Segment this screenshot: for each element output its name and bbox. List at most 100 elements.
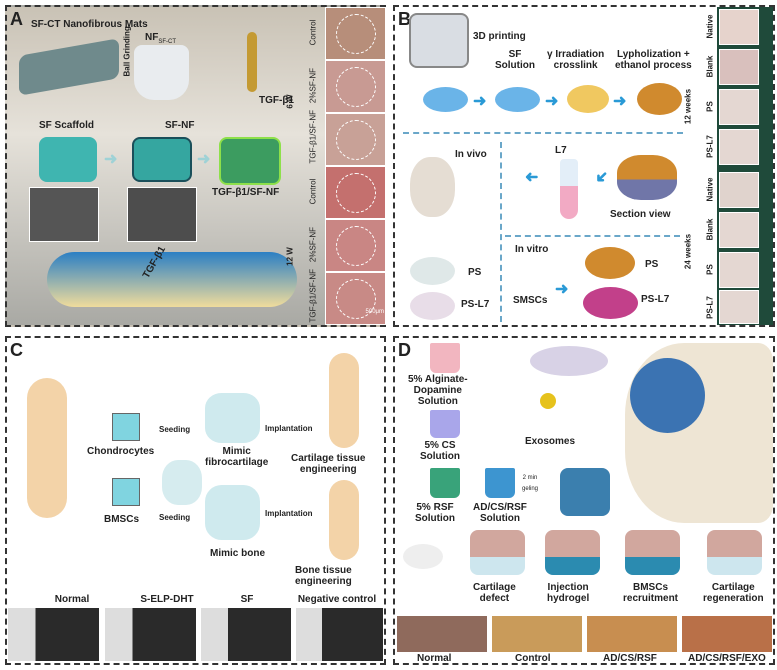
meniscus-photo	[719, 252, 759, 288]
photo-label: Normal	[417, 653, 452, 664]
bone-photo	[200, 607, 292, 662]
psl7-left-label: PS-L7	[461, 299, 490, 310]
alginate-beaker	[430, 343, 460, 373]
6w-label: 6 W	[285, 94, 295, 109]
mouse-image	[403, 544, 443, 569]
in-vivo-label: In vivo	[455, 149, 487, 160]
bone-photo	[295, 607, 384, 662]
12w-label: 12 W	[285, 247, 295, 266]
hydrogel-cube	[560, 468, 610, 516]
step-label: Cartilage defect	[473, 582, 516, 604]
arrow-icon: ➜	[525, 169, 539, 186]
in-vitro-label: In vitro	[515, 244, 549, 255]
photo-grid	[717, 7, 773, 325]
bmscs-label: BMSCs	[104, 514, 140, 525]
nf-label: NFSF-CT	[145, 32, 177, 45]
arrow-icon: ➜	[545, 93, 559, 110]
ps-left-label: PS	[468, 267, 482, 278]
knee-photo	[492, 616, 582, 652]
photo-label: AD/CS/RSF	[603, 653, 657, 664]
cartilage-zoom-circle	[630, 358, 705, 433]
nf-container-image	[134, 45, 189, 100]
psl7-right-label: PS-L7	[641, 294, 670, 305]
psl7-scaffold	[583, 287, 638, 319]
smscs-label: SMSCs	[513, 295, 548, 306]
histology-photo: 2%SF-NF	[309, 219, 386, 272]
arrow-icon: ➜	[590, 165, 613, 188]
panel-d-label: D	[398, 340, 411, 360]
native-label: Native	[705, 14, 715, 39]
meniscus-photo	[719, 172, 759, 208]
histology-photo: TGF-β1/SF-NF	[309, 269, 386, 325]
meniscus-photo	[719, 9, 759, 45]
cartilage-step-image	[707, 530, 762, 575]
step-label: BMSCs recruitment	[623, 582, 679, 604]
sf-nf-label: SF-NF	[165, 120, 195, 131]
sf-solution-label: SF Solution	[495, 49, 535, 71]
psl7-implant	[410, 292, 455, 320]
mimic-fibrocartilage-image	[205, 393, 260, 443]
panel-c-label: C	[10, 340, 23, 360]
ps-scaffold	[585, 247, 635, 279]
petri-dish	[530, 346, 608, 376]
irradiation-label: γ Irradiation crosslink	[547, 49, 605, 71]
meniscus-photo	[719, 290, 759, 324]
cartilage-step-image	[545, 530, 600, 575]
photo-label: Control	[515, 653, 551, 664]
cs-label: 5% CS Solution	[420, 440, 460, 462]
step-label: Injection hydrogel	[547, 582, 590, 604]
psl7-label: PS-L7	[705, 135, 715, 158]
photo-label: SF	[240, 594, 254, 605]
histology-photo: TGF-β1/SF-NF	[309, 110, 386, 166]
knee-photo	[682, 616, 772, 652]
sf-scaffold-label: SF Scaffold	[39, 120, 95, 131]
knee-photo	[397, 616, 487, 652]
bone-photo	[104, 607, 197, 662]
seeding-label: Seeding	[159, 425, 191, 434]
ps-label: PS	[705, 264, 715, 275]
sf-scaffold-image	[39, 137, 97, 182]
cartilage-te-label: Cartilage tissue engineering	[291, 453, 366, 475]
sem-image	[127, 187, 197, 242]
histology-photo: Control	[309, 166, 386, 219]
process-steps: Cartilage defect Injection hydrogel BMSC…	[395, 530, 775, 610]
printed-dish	[423, 87, 468, 112]
knee-photo	[587, 616, 677, 652]
12-weeks-label: 12 weeks	[683, 88, 693, 125]
panel-d: D 5% Alginate- Dopamine Solution 5% CS S…	[393, 336, 775, 665]
sem-image	[29, 187, 99, 242]
photo-row: Normal S-ELP-DHT SF Negative control	[7, 594, 384, 664]
human-body-image	[329, 353, 359, 448]
cs-beaker	[430, 410, 460, 438]
panel-b: B 3D printing SF Solution γ Irradiation …	[393, 5, 775, 327]
tgf-label: TGF-β1	[259, 95, 294, 106]
l7-tube	[560, 159, 578, 219]
cartilage-step-image	[470, 530, 525, 575]
exosomes-label: Exosomes	[525, 436, 576, 447]
adcsrsf-beaker	[485, 468, 515, 498]
arrow-icon: ➜	[473, 93, 487, 110]
photo-label: S-ELP-DHT	[140, 594, 194, 605]
bone-photo	[7, 607, 100, 662]
meniscus-photo	[719, 89, 759, 125]
sf-nf-image	[132, 137, 192, 182]
nanofibrous-mats-title: SF-CT Nanofibrous Mats	[31, 19, 148, 30]
native-label: Native	[705, 177, 715, 202]
panel-a: A SF-CT Nanofibrous Mats Ball Grinding N…	[5, 5, 386, 327]
tgf-sf-nf-label: TGF-β1/SF-NF	[212, 187, 280, 198]
histology-photo: Control	[309, 7, 386, 60]
arrow-icon: ➜	[104, 151, 118, 168]
photo-row: Normal Control AD/CS/RSF AD/CS/RSF/EXO	[395, 616, 775, 664]
joint-illustration	[47, 252, 297, 307]
section-view-label: Section view	[610, 209, 671, 220]
implantation-label: Implantation	[265, 424, 313, 433]
histology-photo: 2%SF-NF	[309, 60, 386, 113]
chondrocytes-label: Chondrocytes	[87, 446, 155, 457]
ps-label: PS	[705, 101, 715, 112]
meniscus-photo	[719, 129, 759, 165]
step-label: Cartilage regeneration	[703, 582, 764, 604]
rsf-label: 5% RSF Solution	[415, 502, 455, 524]
arrow-icon: ➜	[197, 151, 211, 168]
mimic-bone-label: Mimic bone	[210, 548, 266, 559]
rsf-beaker	[430, 468, 460, 498]
